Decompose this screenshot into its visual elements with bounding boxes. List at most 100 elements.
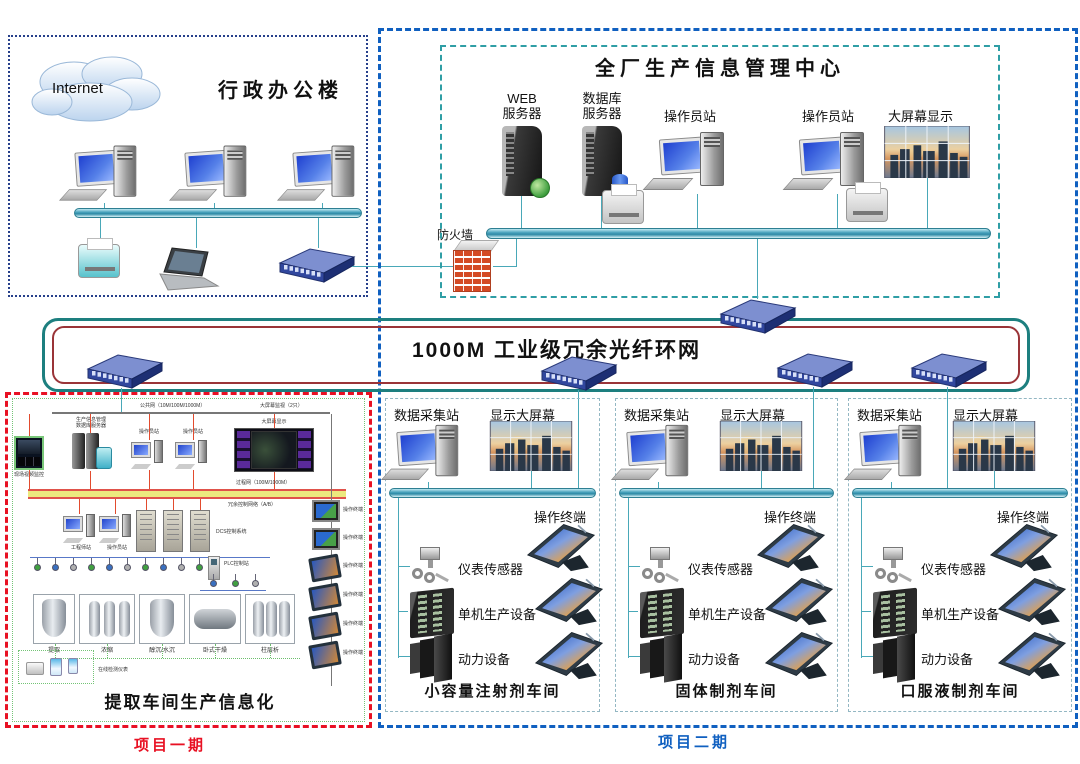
daq-station-label: 数据采集站 [857, 408, 923, 423]
web-server-label: WEB 服务器 [502, 91, 542, 121]
admin-title: 行政办公楼 [218, 80, 343, 102]
field-instrument-icon [52, 558, 59, 573]
workshop-bus [852, 488, 1068, 498]
connector-line [90, 471, 91, 489]
switch-icon [776, 353, 854, 388]
field-instrument-icon [178, 558, 185, 573]
connector-line [214, 203, 215, 208]
connector-line [398, 656, 410, 657]
operator-station-icon [782, 130, 872, 194]
tablet-icon [997, 577, 1067, 626]
equipment-dryer-icon [189, 594, 241, 644]
connector-line [29, 470, 30, 489]
operator-station-icon [174, 440, 210, 470]
cctv-monitor-icon [14, 436, 44, 470]
operator-terminal-icon [308, 640, 342, 670]
phase1-title: 提取车间生产信息化 [104, 693, 276, 712]
power-equipment-label: 动力设备 [688, 652, 741, 667]
printer-icon [846, 182, 888, 222]
green-link-line [162, 644, 163, 658]
server-group-icon [70, 433, 114, 471]
connector-line [861, 566, 873, 567]
tablet-icon [989, 523, 1059, 572]
operator-terminal-label: 操作终端 [343, 621, 364, 627]
engineer-station-icon [62, 514, 98, 544]
internet-label: Internet [52, 80, 103, 97]
connector-line [516, 239, 517, 267]
workshop-name: 小容量注射剂车间 [424, 684, 561, 700]
analyzer-box [18, 650, 94, 684]
connector-line [601, 196, 602, 228]
connector-line [628, 566, 640, 567]
green-link-line [107, 644, 108, 658]
mgmt-bus [486, 228, 991, 239]
connector-line [115, 499, 116, 514]
connector-line [861, 611, 871, 612]
machine-icon [873, 587, 917, 639]
field-instrument-icon [210, 574, 217, 589]
operator-station-icon [130, 440, 166, 470]
field-instrument-icon [142, 558, 149, 573]
video-wall-icon [489, 421, 573, 471]
connector-line [861, 498, 862, 658]
admin-building-box [8, 35, 368, 297]
phase2-box [378, 28, 1078, 728]
connector-line [757, 239, 758, 299]
field-instrument-icon [232, 574, 239, 589]
switch-icon [540, 356, 618, 391]
connector-line [193, 470, 194, 489]
connector-line [200, 499, 201, 510]
operator-station-icon [642, 130, 732, 194]
green-link-line [58, 658, 300, 659]
connector-line [331, 414, 332, 686]
mgmt-center-box [440, 45, 1000, 298]
power-equipment-label: 动力设备 [921, 652, 974, 667]
operator-terminal-icon [308, 582, 342, 612]
machine-icon [410, 587, 454, 639]
connector-line [531, 471, 532, 488]
operator-terminal-label: 操作终端 [343, 507, 364, 513]
connector-line [196, 218, 197, 248]
globe-icon [530, 178, 550, 198]
printer-icon [602, 184, 644, 224]
equipment-tank-icon [139, 594, 185, 644]
connector-line [173, 499, 174, 510]
operator-station-icon [98, 514, 134, 544]
daq-station-label: 数据采集站 [624, 408, 690, 423]
display-wall-label: 显示大屏幕 [953, 408, 1019, 423]
terminal-label: 操作终端 [764, 510, 817, 525]
big-screen-label: 大屏幕显示 [244, 419, 304, 426]
operator-terminal-label: 操作终端 [343, 563, 364, 569]
tablet-icon [534, 577, 604, 626]
workshop-bus [389, 488, 596, 498]
connector-line [761, 471, 762, 488]
firewall-icon [452, 240, 500, 292]
field-instrument-icon [106, 558, 113, 573]
sensor-icon [640, 545, 682, 589]
connector-line [628, 498, 629, 658]
power-equipment-label: 动力设备 [458, 652, 511, 667]
tablet-icon [534, 631, 604, 680]
operator-terminal-icon [308, 611, 342, 641]
cctv-monitor-label: 现场视频监控 [4, 472, 54, 479]
field-instrument-icon [88, 558, 95, 573]
equipment-tank-icon [33, 594, 75, 644]
connector-line [322, 203, 323, 208]
db-server-label: 数据库 服务器 [582, 91, 622, 121]
field-instrument-icon [124, 558, 131, 573]
daq-station-label: 数据采集站 [394, 408, 460, 423]
operator-terminal-icon [312, 528, 340, 550]
tablet-icon [997, 631, 1067, 680]
power-equipment-icon [410, 633, 454, 683]
video-wall-icon [884, 126, 970, 178]
connector-line [398, 611, 408, 612]
phase1-label: 项目一期 [134, 738, 207, 754]
sensor-label: 仪表传感器 [921, 562, 987, 577]
plc-station-icon [208, 556, 220, 580]
ring-network-inner [52, 326, 1020, 384]
phase1-inner-green-box [12, 398, 365, 722]
operator-station-label: 操作员站 [106, 545, 127, 551]
connector-line [90, 414, 91, 433]
field-instrument-icon [160, 558, 167, 573]
